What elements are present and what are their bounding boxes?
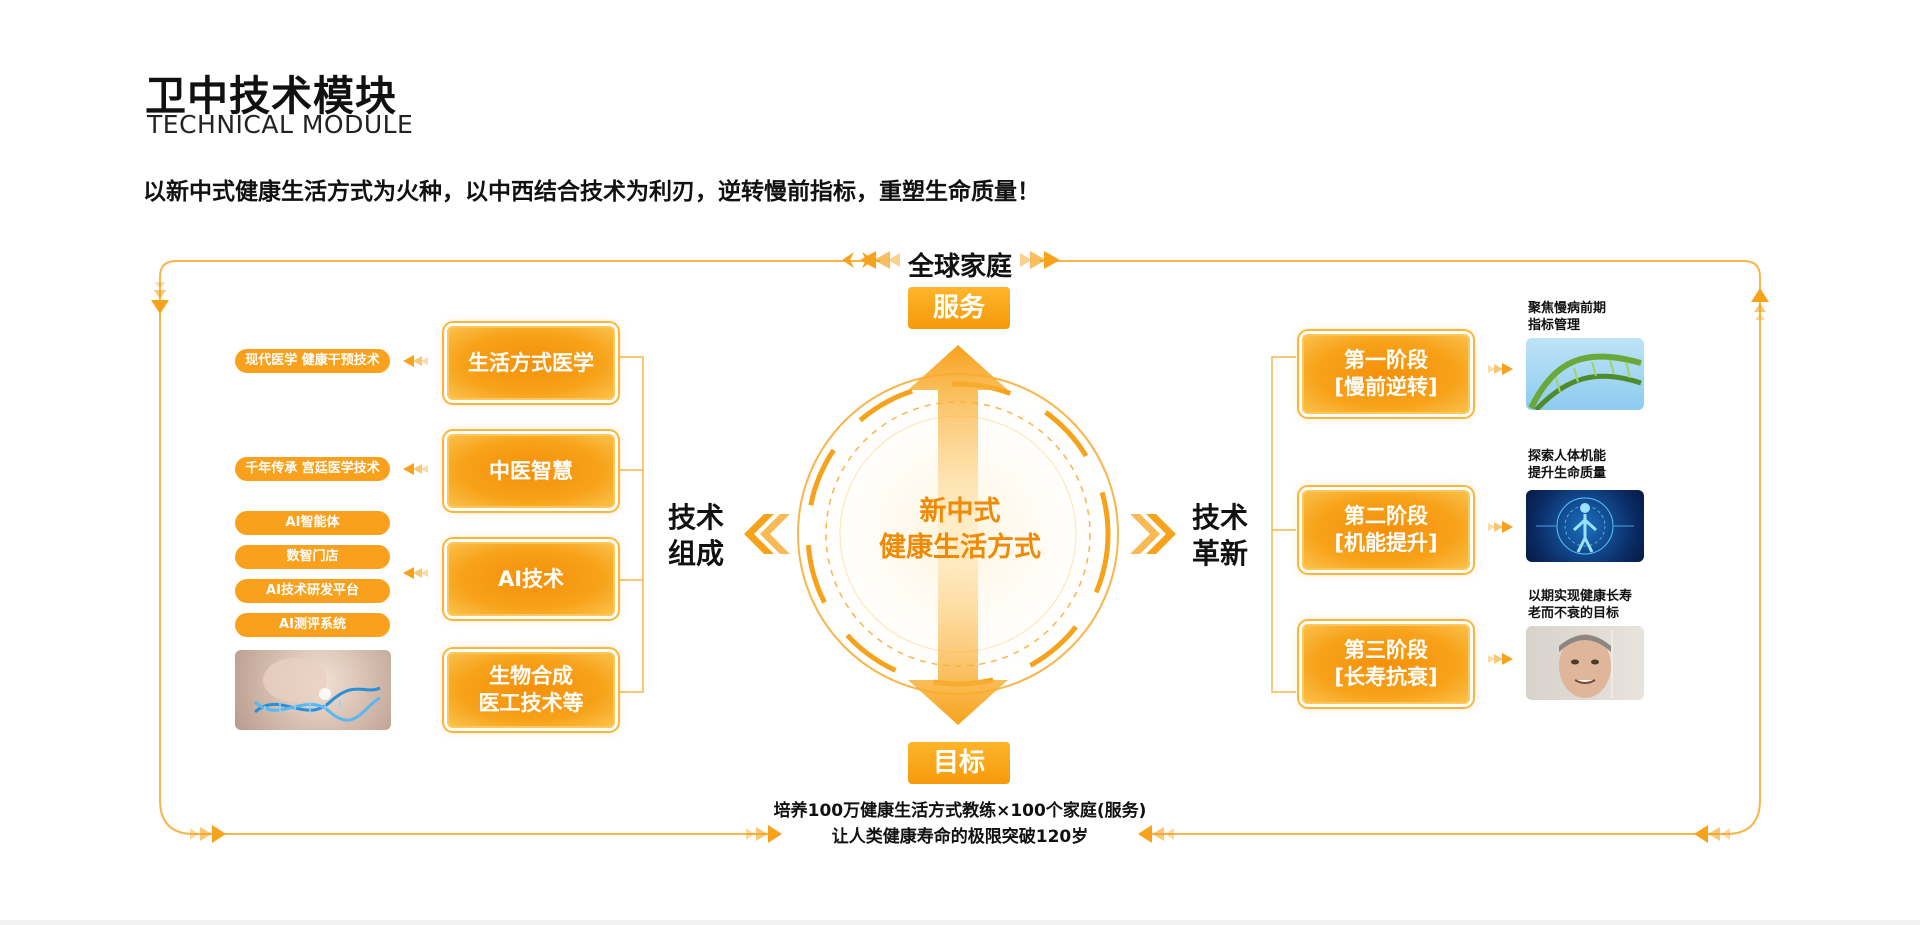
man-face-icon [1559, 630, 1613, 698]
goal-line2: 让人类健康寿命的极限突破120岁 [831, 827, 1089, 847]
goal-line1: 培养100万健康生活方式教练×100个家庭(服务) [773, 801, 1147, 821]
stage-three-note1: 以期实现健康长寿 [1528, 589, 1633, 604]
pill-smart-store: 数智门店 [235, 545, 390, 569]
bottom-right-arrows [1138, 825, 1730, 843]
box-lifestyle-medicine: 生活方式医学 [447, 326, 615, 400]
box-lifestyle-medicine-label: 生活方式医学 [468, 350, 594, 375]
stage-three-line1: 第三阶段 [1344, 638, 1428, 662]
top-right-chevrons [1020, 251, 1060, 269]
pill-ai-rd-platform: AI技术研发平台 [235, 579, 390, 603]
right-up-arrow [1751, 288, 1769, 320]
goal-text: 培养100万健康生活方式教练×100个家庭(服务) 让人类健康寿命的极限突破12… [740, 798, 1180, 850]
center-text: 新中式 健康生活方式 [860, 494, 1060, 566]
right-side-label-line1: 技术 [1192, 501, 1249, 534]
stage-one-line1: 第一阶段 [1344, 348, 1428, 372]
center-text-line2: 健康生活方式 [879, 532, 1041, 563]
left-small-arrows [403, 355, 428, 579]
green-dna-icon [1528, 353, 1642, 410]
stage-two-note: 探索人体机能 提升生命质量 [1528, 448, 1606, 482]
dna-photo [235, 650, 391, 730]
stage-two-line1: 第二阶段 [1344, 504, 1428, 528]
left-side-label-line2: 组成 [668, 537, 725, 570]
stage-two-note1: 探索人体机能 [1528, 449, 1607, 464]
left-side-label-line1: 技术 [668, 501, 725, 534]
left-bracket [620, 356, 644, 693]
pill-ai-assessment: AI测评系统 [235, 613, 390, 637]
down-arrow [908, 534, 1008, 725]
right-bracket [1271, 356, 1296, 693]
service-tag: 服务 [908, 287, 1010, 329]
stage-two-line2: [机能提升] [1334, 531, 1438, 555]
box-bio-synthesis-line1: 生物合成 [489, 664, 573, 688]
right-big-chevrons [1130, 514, 1176, 554]
right-small-arrows [1488, 363, 1513, 665]
left-big-chevrons [744, 514, 790, 554]
center-text-line1: 新中式 [919, 496, 1001, 527]
stage-one-line2: [慢前逆转] [1334, 375, 1438, 399]
stage-one-image [1526, 338, 1644, 410]
up-arrow [908, 345, 1008, 534]
stage-one-note: 聚焦慢病前期 指标管理 [1528, 300, 1606, 334]
page-title: 卫中技术模块 [145, 72, 397, 120]
frame-top-right-line [1040, 260, 1761, 835]
top-label: 全球家庭 [907, 252, 1012, 282]
stage-one-box: 第一阶段 [慢前逆转] [1302, 334, 1470, 414]
stage-three-box: 第三阶段 [长寿抗衰] [1302, 624, 1470, 704]
bottom-left-arrows [190, 825, 782, 843]
goal-tag: 目标 [908, 742, 1010, 784]
pill-court-medicine: 千年传承 宫廷医学技术 [235, 457, 390, 481]
left-side-label: 技术 组成 [668, 500, 724, 572]
stage-two-box: 第二阶段 [机能提升] [1302, 490, 1470, 570]
stage-two-image [1526, 490, 1644, 562]
stage-one-note2: 指标管理 [1528, 318, 1581, 333]
stage-three-image [1526, 626, 1644, 700]
stage-three-line2: [长寿抗衰] [1334, 665, 1438, 689]
box-bio-synthesis-line2: 医工技术等 [478, 691, 584, 715]
page-subtitle: TECHNICAL MODULE [147, 110, 414, 139]
box-bio-synthesis: 生物合成 医工技术等 [447, 652, 615, 728]
slogan: 以新中式健康生活方式为火种，以中西结合技术为利刃，逆转慢前指标，重塑生命质量！ [143, 179, 1040, 205]
right-side-label: 技术 革新 [1192, 500, 1248, 572]
box-ai-tech-label: AI技术 [497, 566, 565, 591]
pill-ai-agent: AI智能体 [235, 511, 390, 535]
pill-modern-medicine: 现代医学 健康干预技术 [235, 349, 390, 373]
box-tcm-wisdom: 中医智慧 [447, 434, 615, 508]
stage-one-note1: 聚焦慢病前期 [1528, 301, 1607, 316]
box-ai-tech: AI技术 [447, 542, 615, 616]
dna-helix-icon [253, 658, 381, 722]
stage-three-note2: 老而不衰的目标 [1528, 606, 1620, 621]
stage-three-note: 以期实现健康长寿 老而不衰的目标 [1528, 588, 1632, 622]
right-side-label-line2: 革新 [1192, 537, 1249, 570]
human-body-icon [1536, 497, 1634, 555]
stage-two-note2: 提升生命质量 [1528, 466, 1607, 481]
frame-top-left-line [159, 260, 880, 835]
bottom-divider [0, 920, 1920, 925]
top-left-chevrons [842, 251, 900, 269]
box-tcm-wisdom-label: 中医智慧 [489, 458, 573, 483]
left-down-arrow [151, 282, 169, 314]
